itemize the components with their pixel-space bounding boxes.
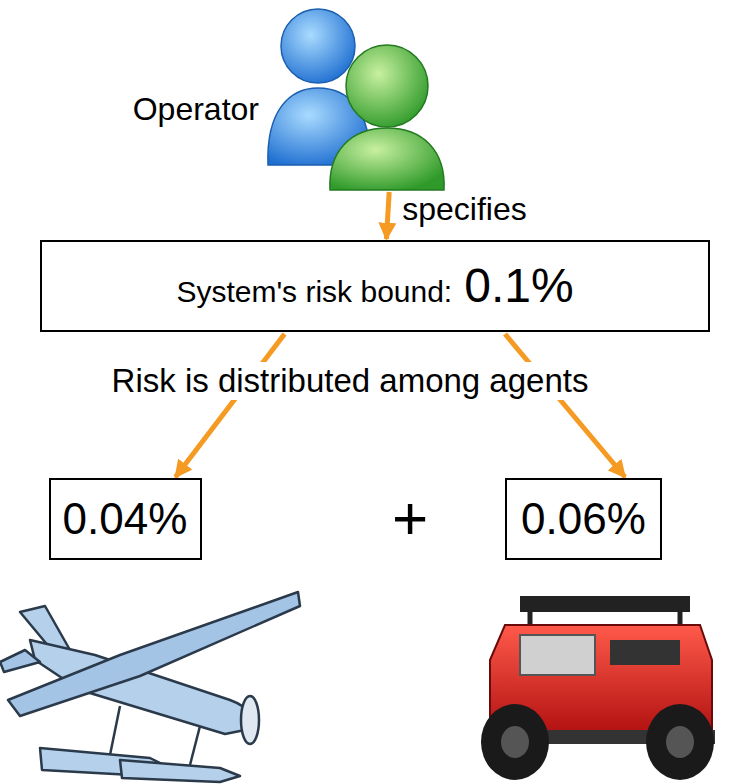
orange-arrow — [505, 334, 625, 477]
operator-node: Operator — [265, 5, 445, 190]
text-line: 0.06% — [521, 494, 646, 545]
edge-label: specifies — [399, 191, 530, 228]
plus-sign: + — [389, 482, 431, 553]
agent-risk-box: 0.06% — [505, 478, 662, 560]
risk-distribution-note: Risk is distributed among agents — [109, 362, 592, 400]
node-text: 0.06% — [521, 494, 646, 543]
text-line: System's risk bound: 0.1% — [176, 258, 573, 313]
orange-arrow — [386, 192, 389, 239]
operator-icon — [268, 9, 444, 190]
airplane-illustration — [0, 592, 300, 782]
node-text: Operator — [133, 91, 259, 128]
robot-vehicle-illustration — [481, 596, 715, 780]
node-text: 0.04% — [63, 494, 188, 543]
node-text: System's risk bound: — [176, 275, 452, 308]
system-risk-box: System's risk bound: 0.1% — [40, 240, 710, 332]
agent-risk-box: 0.04% — [49, 478, 202, 560]
node-text: 0.1% — [464, 259, 573, 312]
text-line: 0.04% — [63, 494, 188, 545]
orange-arrow — [175, 334, 284, 477]
